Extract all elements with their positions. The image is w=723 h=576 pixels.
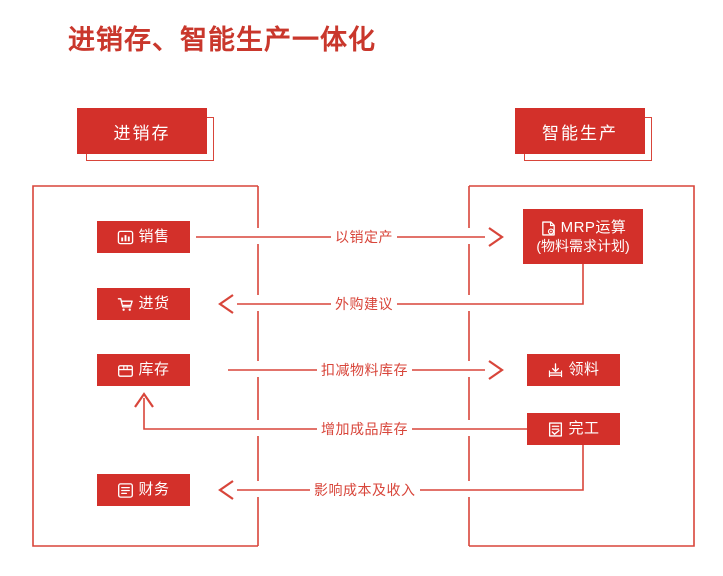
edge-label-done-to-stock: 增加成品库存 bbox=[317, 421, 412, 437]
bar-chart-icon bbox=[117, 229, 134, 246]
node-label: 领料 bbox=[568, 360, 600, 378]
left-container-outline bbox=[32, 185, 259, 547]
right-container-outline bbox=[468, 185, 695, 547]
node-label: 完工 bbox=[568, 419, 600, 437]
edge-label-sales-to-mrp: 以销定产 bbox=[331, 229, 397, 245]
edge-mrp-to-purchase bbox=[237, 264, 584, 305]
node-label: 进货 bbox=[138, 294, 170, 312]
header-plate-left[interactable]: 进销存 bbox=[77, 108, 214, 161]
document-gear-icon bbox=[540, 220, 557, 237]
header-plate-right-label: 智能生产 bbox=[515, 108, 645, 154]
node-finance[interactable]: 财务 bbox=[97, 474, 190, 506]
node-sales[interactable]: 销售 bbox=[97, 221, 190, 253]
completed-doc-icon bbox=[547, 421, 564, 438]
node-purchase[interactable]: 进货 bbox=[97, 288, 190, 320]
arrow-right-1 bbox=[488, 227, 504, 247]
header-plate-left-label: 进销存 bbox=[77, 108, 207, 154]
requisition-tray-icon bbox=[547, 362, 564, 379]
page-title: 进销存、智能生产一体化 bbox=[68, 25, 376, 55]
node-pick[interactable]: 领料 bbox=[527, 354, 620, 386]
node-label: 库存 bbox=[138, 360, 170, 378]
arrow-left-5 bbox=[218, 480, 234, 500]
edge-label-stock-to-pick: 扣减物料库存 bbox=[317, 362, 412, 378]
shopping-cart-icon bbox=[117, 296, 134, 313]
header-plate-right[interactable]: 智能生产 bbox=[515, 108, 652, 161]
node-label: 财务 bbox=[138, 480, 170, 498]
arrow-right-3 bbox=[488, 360, 504, 380]
finance-document-icon bbox=[117, 482, 134, 499]
arrow-up-4 bbox=[134, 392, 154, 408]
arrow-left-2 bbox=[218, 294, 234, 314]
node-done[interactable]: 完工 bbox=[527, 413, 620, 445]
edge-label-done-to-finance: 影响成本及收入 bbox=[310, 482, 420, 498]
node-mrp[interactable]: MRP运算 (物料需求计划) bbox=[523, 209, 643, 264]
node-mrp-primary: MRP运算 bbox=[540, 219, 627, 238]
node-stock[interactable]: 库存 bbox=[97, 354, 190, 386]
node-label: MRP运算 bbox=[560, 219, 627, 237]
box-package-icon bbox=[117, 362, 134, 379]
node-label: 销售 bbox=[138, 227, 170, 245]
node-mrp-sublabel: (物料需求计划) bbox=[536, 238, 630, 255]
edge-label-mrp-to-purchase: 外购建议 bbox=[331, 296, 397, 312]
